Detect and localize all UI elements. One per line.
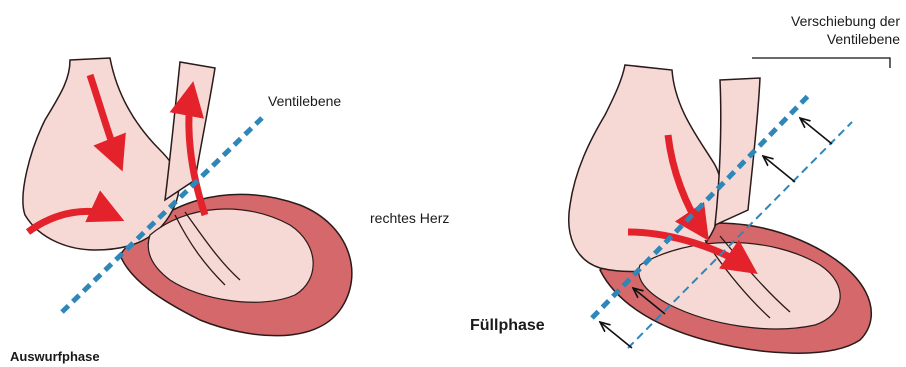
- label-verschiebung: Verschiebung der Ventilebene: [791, 12, 900, 48]
- label-rechtes-herz: rechtes Herz: [370, 210, 449, 226]
- label-auswurfphase: Auswurfphase: [10, 349, 100, 364]
- label-fuellphase: Füllphase: [470, 317, 545, 335]
- label-ventilebene: Ventilebene: [268, 93, 341, 109]
- leader-line: [752, 58, 890, 68]
- right-atrium: [569, 65, 722, 271]
- label-verschiebung-line2: Ventilebene: [791, 30, 900, 48]
- label-verschiebung-line1: Verschiebung der: [791, 12, 900, 30]
- right-heart-fuellphase: [569, 58, 890, 353]
